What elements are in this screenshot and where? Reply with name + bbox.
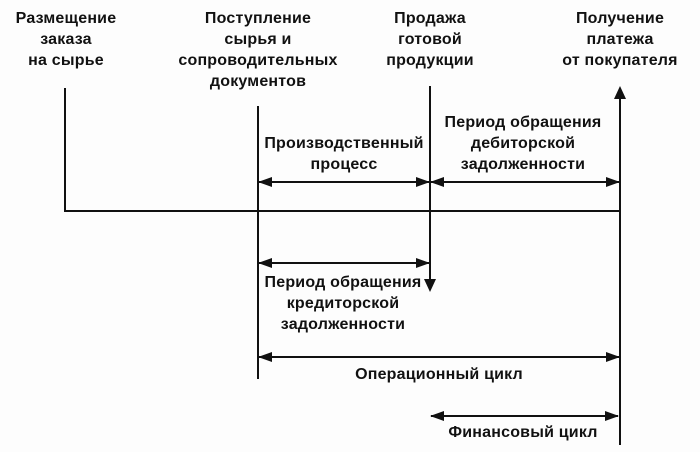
period-label-operating-cycle: Операционный цикл [355, 366, 523, 383]
main-timeline [65, 210, 621, 212]
event-label-receive-buyer-payment: Получение платежа от покупателя [562, 10, 678, 69]
arrow-financial-cycle [430, 411, 619, 421]
period-label-production-process: Производственный процесс [264, 135, 424, 173]
arrow-payables-period [258, 258, 430, 268]
event-label-place-raw-material-order: Размещение заказа на сырье [15, 10, 117, 69]
period-label-receivables-turnover: Период обращения дебиторской задолженнос… [444, 114, 602, 173]
period-label-payables-turnover: Период обращения кредиторской задолженно… [264, 274, 422, 333]
arrow-production-process [258, 177, 430, 187]
arrow-operating-cycle [258, 352, 620, 362]
arrow-receivables-period [430, 177, 620, 187]
period-label-financial-cycle: Финансовый цикл [448, 424, 598, 441]
event-label-receive-raw-materials-documents: Поступление сырья и сопроводительных док… [178, 10, 338, 90]
event-label-sell-finished-goods: Продажа готовой продукции [386, 10, 474, 69]
event-line-place-order [64, 88, 66, 212]
event-line-receive-materials [257, 106, 259, 379]
event-line-payment-with-up-arrow-icon [619, 97, 621, 445]
